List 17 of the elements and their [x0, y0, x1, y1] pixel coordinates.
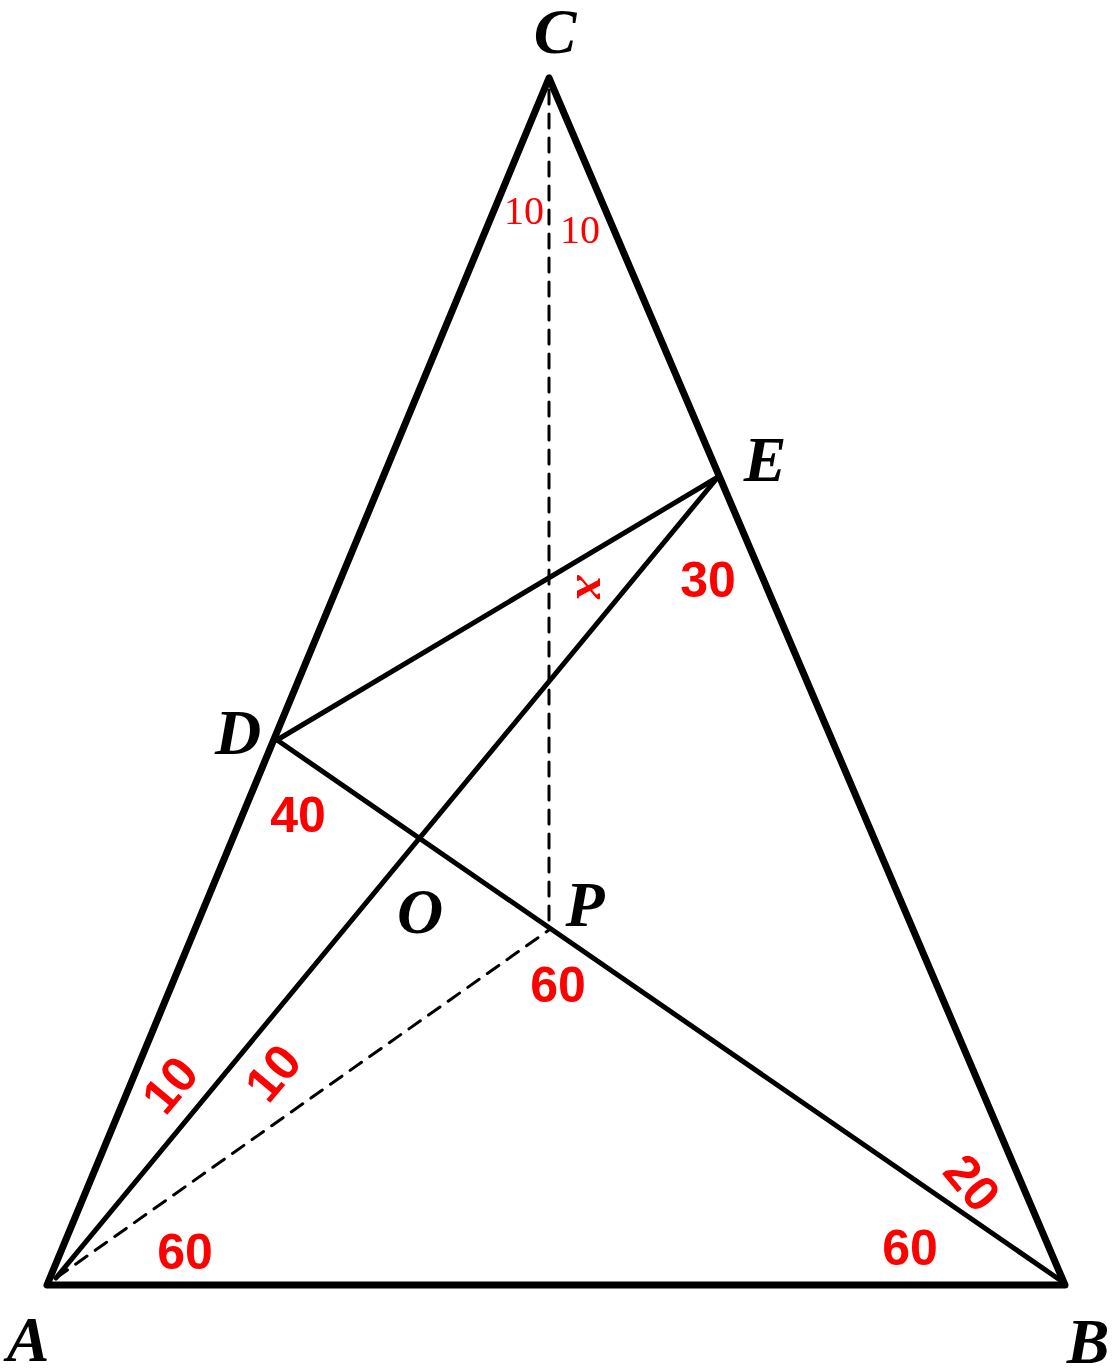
angle-label: 20	[934, 1145, 1010, 1221]
point-label: D	[214, 701, 262, 765]
angle-label: 10	[560, 210, 600, 250]
angle-label: 40	[270, 790, 326, 840]
point-label: B	[1066, 1310, 1110, 1372]
angle-label: x	[569, 575, 619, 601]
point-label: O	[396, 880, 444, 944]
angle-label: 60	[882, 1223, 938, 1273]
angle-label: 30	[680, 555, 736, 605]
point-label: E	[743, 428, 787, 492]
angle-label: 10	[504, 191, 544, 231]
point-label: P	[565, 873, 605, 937]
angle-label: 10	[132, 1047, 208, 1123]
angle-label: 10	[235, 1035, 311, 1111]
point-label: C	[533, 0, 577, 64]
angle-label: 60	[157, 1227, 213, 1277]
angle-label: 60	[530, 960, 586, 1010]
